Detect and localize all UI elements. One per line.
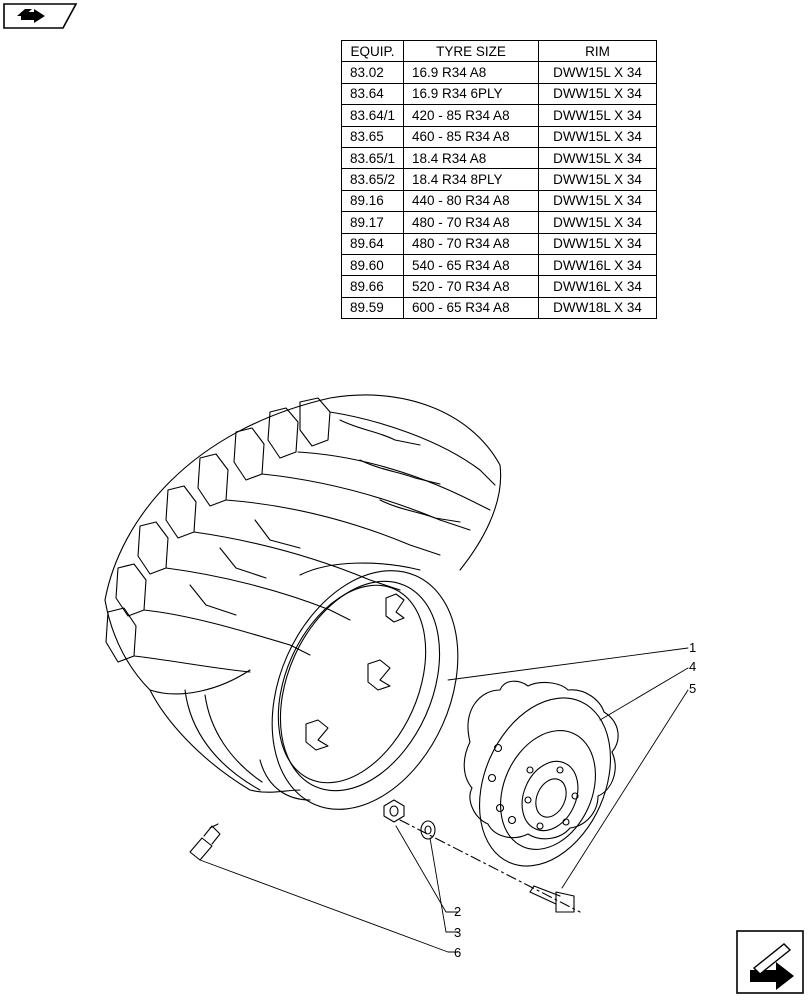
wheel-bolt [529, 885, 575, 913]
cell-equip: 83.65 [341, 125, 404, 148]
wheel-rim [259, 562, 459, 810]
cell-rim: DWW15L X 34 [538, 146, 657, 170]
cell-tyre-size: 480 - 70 R34 A8 [403, 211, 539, 234]
wheel-nut [383, 799, 405, 823]
callout-4: 4 [689, 659, 696, 674]
cell-tyre-size: 420 - 85 R34 A8 [403, 104, 539, 127]
washer [420, 820, 436, 840]
wheel-centre-disc [463, 680, 619, 867]
cell-rim: DWW16L X 34 [538, 275, 657, 298]
cell-rim: DWW16L X 34 [538, 253, 657, 277]
cell-rim: DWW15L X 34 [538, 211, 657, 234]
callout-1: 1 [689, 640, 696, 655]
leader-lines [199, 647, 689, 953]
cell-rim: DWW15L X 34 [538, 104, 657, 127]
callout-3: 3 [454, 925, 461, 940]
header-tyre-size: TYRE SIZE [403, 39, 539, 63]
page-navigation-icon[interactable] [3, 3, 77, 29]
cell-rim: DWW15L X 34 [538, 125, 657, 148]
table-header-row: EQUIP. TYRE SIZE RIM [341, 39, 657, 63]
callout-5: 5 [689, 681, 696, 696]
cell-equip: 83.65/2 [341, 168, 404, 191]
callout-6: 6 [454, 945, 461, 960]
alignment-axis [399, 819, 581, 913]
next-page-arrow-icon[interactable] [736, 930, 804, 994]
cell-tyre-size: 520 - 70 R34 A8 [403, 275, 539, 298]
cell-rim: DWW15L X 34 [538, 168, 657, 191]
cell-equip: 83.65/1 [341, 146, 404, 170]
cell-equip: 89.66 [341, 275, 404, 298]
cell-tyre-size: 600 - 65 R34 A8 [403, 296, 539, 320]
cell-tyre-size: 480 - 70 R34 A8 [403, 232, 539, 255]
cell-rim: DWW15L X 34 [538, 82, 657, 106]
cell-equip: 89.17 [341, 211, 404, 234]
cell-tyre-size: 18.4 R34 A8 [403, 146, 539, 170]
cell-equip: 83.64 [341, 82, 404, 106]
cell-rim: DWW15L X 34 [538, 232, 657, 255]
cell-tyre-size: 460 - 85 R34 A8 [403, 125, 539, 148]
cell-equip: 89.64 [341, 232, 404, 255]
cell-rim: DWW18L X 34 [538, 296, 657, 320]
rear-tyre [104, 394, 502, 793]
cell-equip: 89.59 [341, 296, 404, 320]
callout-2: 2 [454, 904, 461, 919]
cell-tyre-size: 540 - 65 R34 A8 [403, 253, 539, 277]
tyre-valve [189, 823, 221, 861]
